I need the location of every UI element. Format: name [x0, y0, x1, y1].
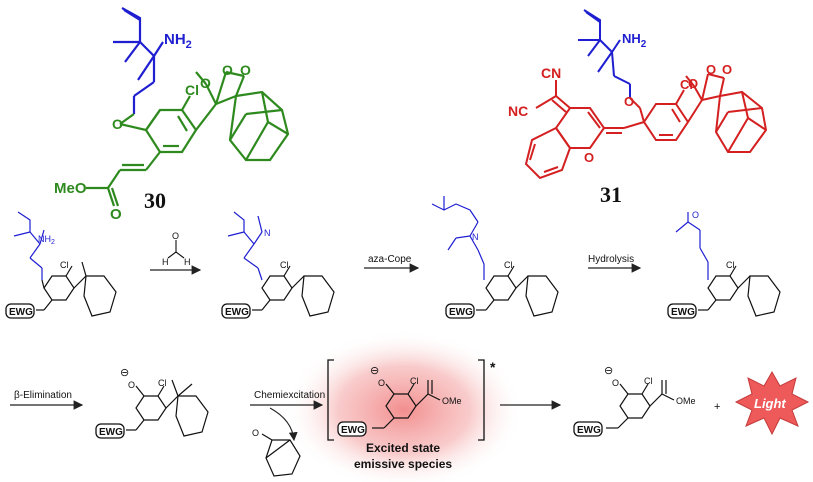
compound-30-label: 30	[144, 188, 166, 213]
c30-carbonyl-o: O	[110, 206, 122, 223]
probe-structure-2	[227, 211, 335, 317]
c30-methoxy-o: O	[200, 75, 211, 91]
phenoxide-dioxetane	[126, 379, 209, 437]
c31-methoxy-o: O	[688, 76, 698, 91]
svg-text:H: H	[162, 257, 169, 267]
excited-ewg: EWG	[341, 425, 365, 436]
c31-ring-o: O	[584, 150, 594, 165]
c31-peroxide-o1: O	[706, 62, 716, 77]
excited-star: *	[490, 359, 496, 375]
compound-31: NH2	[508, 9, 768, 207]
phenoxide-minus-2: ⊖	[370, 365, 379, 377]
compound-30: NH2	[54, 7, 290, 223]
c31-nh2-label: NH2	[622, 31, 647, 50]
c30-nh2-label: NH2	[164, 31, 192, 51]
c31-amine-chain	[578, 9, 631, 98]
excited-cl: Cl	[410, 376, 419, 386]
probe1-nh2: NH2	[38, 234, 55, 246]
plus-sign: +	[714, 401, 720, 413]
c30-peroxide-o1: O	[222, 62, 233, 78]
probe2-cl: Cl	[280, 260, 289, 270]
phenoxide-o-3: O	[612, 378, 619, 388]
probe5-ewg: EWG	[99, 427, 123, 438]
probe1-ewg-box	[5, 303, 35, 319]
light-burst-icon	[734, 370, 810, 436]
excited-ewg-box	[337, 421, 367, 437]
c30-meo-label: MeO	[54, 180, 87, 197]
probe-structure-3	[431, 196, 559, 317]
probe5-ewg-box	[95, 423, 125, 439]
probe4-cl: Cl	[726, 260, 735, 270]
bracket-right	[478, 359, 485, 441]
phenoxide-o-1: O	[128, 380, 135, 390]
probe-structure-4	[675, 212, 781, 317]
c30-cl-label: Cl	[185, 82, 199, 98]
light-label: Light	[754, 396, 786, 411]
formaldehyde-reagent: O H H	[162, 231, 191, 267]
c31-ether-o: O	[624, 94, 634, 109]
probe1-cl: Cl	[60, 260, 69, 270]
probe2-imine-n: N	[264, 228, 271, 238]
phenoxide-minus-1: ⊖	[120, 367, 129, 379]
product-ester	[606, 380, 675, 429]
product-ome: OMe	[676, 396, 696, 406]
probe-structure-1	[13, 211, 117, 317]
svg-text:H: H	[184, 257, 191, 267]
svg-text:O: O	[172, 231, 179, 241]
excited-ester	[372, 380, 441, 429]
c30-amine-chain	[113, 7, 164, 114]
c31-cl-label: Cl	[680, 77, 693, 92]
phenoxide-cl-1: Cl	[158, 378, 167, 388]
probe1-ewg: EWG	[9, 307, 33, 318]
probe3-imine-n: N	[472, 232, 479, 242]
c31-peroxide-o2: O	[722, 62, 732, 77]
product-cl: Cl	[644, 376, 653, 386]
label-chemiexcitation: Chemiexcitation	[254, 390, 325, 401]
compound-31-label: 31	[600, 182, 622, 207]
phenoxide-minus-3: ⊖	[604, 365, 613, 377]
c30-core	[86, 70, 290, 207]
bracket-left	[327, 359, 334, 441]
c30-ether-o: O	[112, 116, 123, 132]
probe3-ewg: EWG	[449, 307, 473, 318]
probe3-ewg-box	[445, 303, 475, 319]
excited-caption-line1: Excited state	[366, 441, 440, 455]
probe2-ewg: EWG	[225, 307, 249, 318]
c31-core	[524, 73, 768, 180]
label-aza-cope: aza-Cope	[368, 254, 412, 265]
label-beta-elimination: β-Elimination	[14, 390, 72, 401]
probe2-ewg-box	[221, 303, 251, 319]
label-hydrolysis: Hydrolysis	[588, 254, 634, 265]
probe4-ketone-o: O	[692, 210, 699, 220]
excited-caption-line2: emissive species	[354, 457, 452, 471]
adamantanone	[261, 433, 301, 477]
probe4-ewg: EWG	[671, 307, 695, 318]
excited-ome: OMe	[442, 396, 462, 406]
probe4-ewg-box	[667, 303, 697, 319]
product-ewg-box	[573, 421, 603, 437]
c30-peroxide-o2: O	[240, 62, 251, 78]
c31-cn-label: CN	[541, 65, 561, 81]
product-ewg: EWG	[577, 425, 601, 436]
probe3-cl: Cl	[504, 260, 513, 270]
arrow-adamantanone-release	[269, 407, 298, 442]
excitation-glow	[284, 330, 524, 482]
adamantanone-o: O	[252, 428, 259, 438]
c31-nc-label: NC	[508, 103, 528, 119]
phenoxide-o-2: O	[378, 378, 385, 388]
